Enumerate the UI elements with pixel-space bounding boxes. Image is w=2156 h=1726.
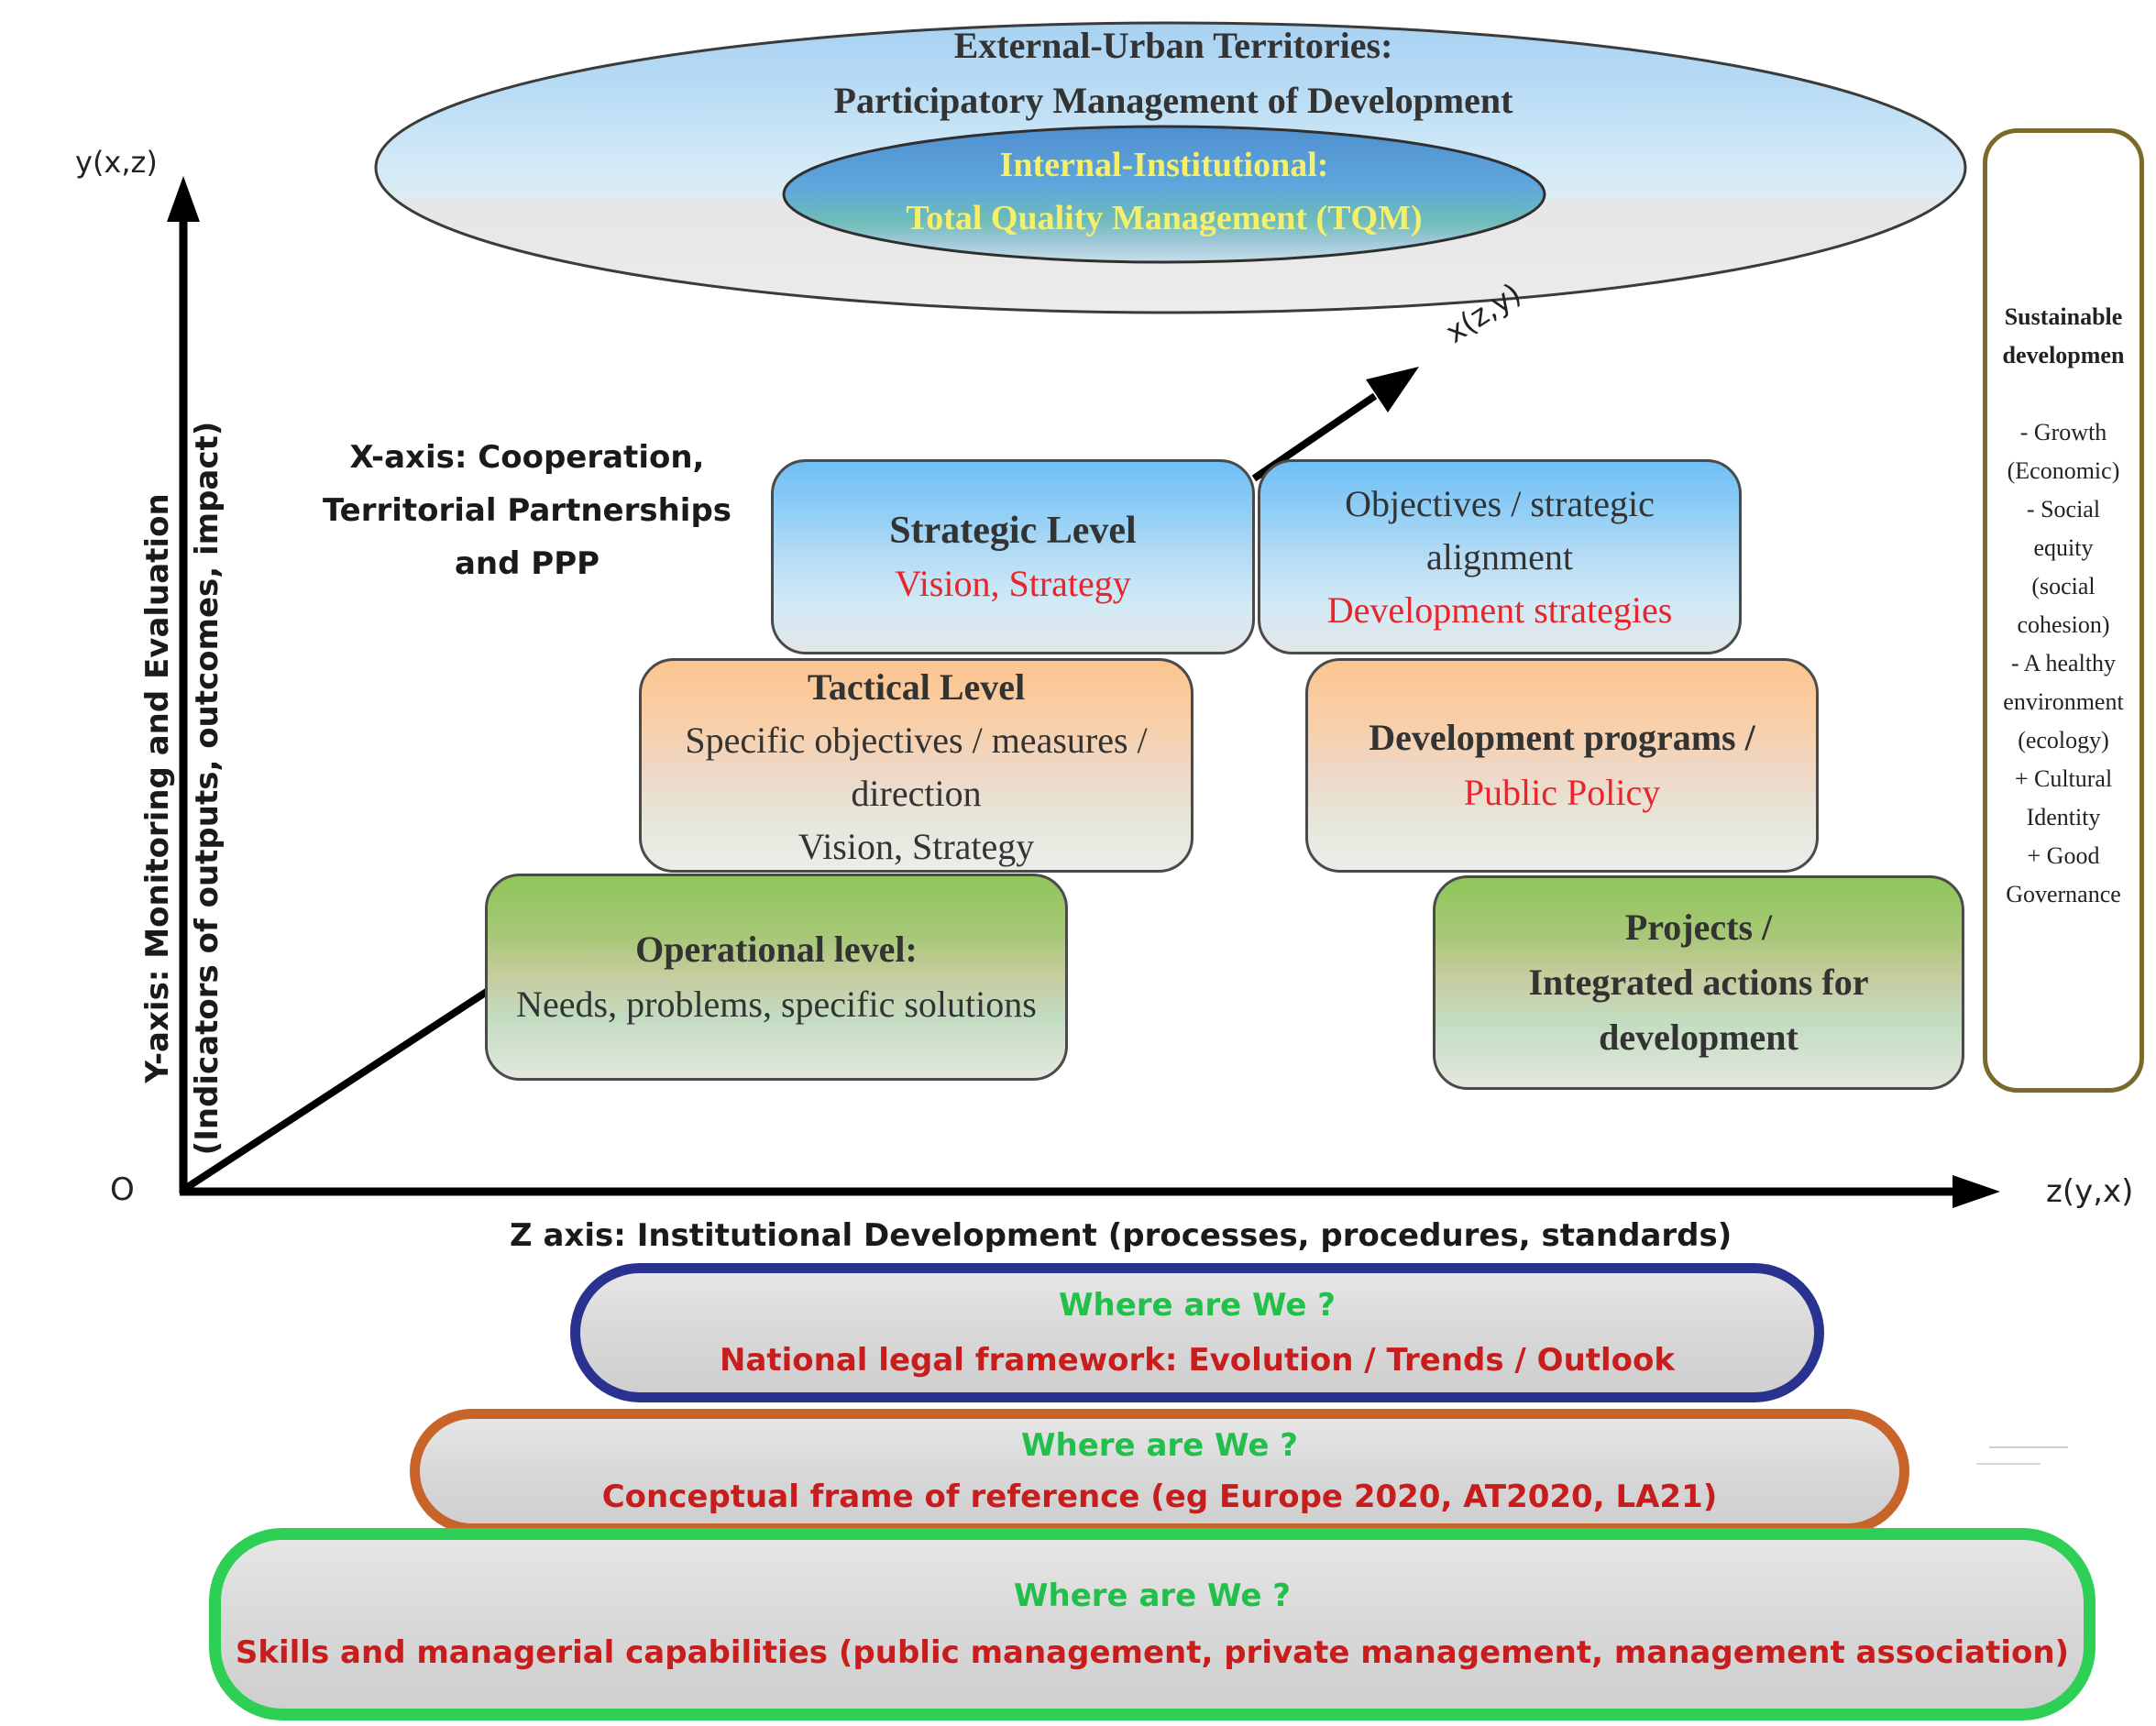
sustainable-line: equity xyxy=(2033,534,2094,561)
legal-framework-pill: Where are We ? National legal framework:… xyxy=(570,1263,1824,1402)
development-programs-title: Development programs / xyxy=(1369,717,1755,758)
x-axis-title-line-3: and PPP xyxy=(454,545,600,582)
conceptual-frame-pill: Where are We ? Conceptual frame of refer… xyxy=(410,1409,1909,1534)
strategic-objectives-line-1: Objectives / strategic xyxy=(1345,482,1655,524)
sustainable-line: environment xyxy=(2003,688,2124,715)
operational-level-title: Operational level: xyxy=(635,929,918,970)
tactical-level-title: Tactical Level xyxy=(807,666,1026,708)
x-axis-line-lower xyxy=(181,983,498,1193)
inner-ellipse xyxy=(782,125,1546,264)
sustainable-line: (ecology) xyxy=(2018,727,2109,753)
conceptual-frame-text: Conceptual frame of reference (eg Europe… xyxy=(601,1479,1718,1515)
strategic-level-title: Strategic Level xyxy=(889,509,1137,552)
sustainable-line: cohesion) xyxy=(2017,611,2110,638)
strategic-objectives-box: Objectives / strategic alignment Develop… xyxy=(1258,459,1742,654)
operational-level-sub: Needs, problems, specific solutions xyxy=(516,984,1037,1025)
sustainable-line: - A healthy xyxy=(2010,650,2117,676)
outer-ellipse-title-2: Participatory Management of Development xyxy=(833,80,1513,121)
development-programs-box: Development programs / Public Policy xyxy=(1305,658,1819,873)
strategic-objectives-red: Development strategies xyxy=(1326,588,1673,631)
ellipses-graphic xyxy=(374,21,1967,314)
projects-box: Projects / Integrated actions for develo… xyxy=(1433,875,1964,1090)
sustainable-line: Governance xyxy=(2006,881,2121,907)
skills-capabilities-text: Skills and managerial capabilities (publ… xyxy=(235,1634,2070,1671)
y-axis-title-line-2: (Indicators of outputs, outcomes, impact… xyxy=(189,421,226,1156)
decorative-dash-1 xyxy=(1989,1446,2068,1448)
x-axis-title: X-axis: Cooperation, Territorial Partner… xyxy=(321,431,733,590)
sustainable-line: Identity xyxy=(2026,804,2101,830)
strategic-level-box: Strategic Level Vision, Strategy xyxy=(771,459,1255,654)
x-axis-title-line-1: X-axis: Cooperation, xyxy=(349,439,705,476)
y-axis-arrowhead xyxy=(167,176,200,222)
projects-line-3: development xyxy=(1599,1017,1798,1058)
sustainable-title-2: developmen xyxy=(2002,342,2125,368)
y-axis-title: Y-axis: Monitoring and Evaluation (Indic… xyxy=(133,339,234,1237)
conceptual-frame-question: Where are We ? xyxy=(1021,1427,1298,1464)
x-axis-title-line-2: Territorial Partnerships xyxy=(322,492,732,529)
skills-capabilities-question: Where are We ? xyxy=(1014,1578,1291,1614)
sustainable-line: (social xyxy=(2031,573,2096,599)
tactical-level-line-1: Specific objectives / measures / xyxy=(685,720,1148,761)
y-axis-tip-label: y(x,z) xyxy=(75,145,158,180)
z-axis-title: Z axis: Institutional Development (proce… xyxy=(510,1217,1732,1254)
tactical-level-line-2: direction xyxy=(851,773,982,814)
tactical-level-box: Tactical Level Specific objectives / mea… xyxy=(639,658,1194,873)
y-axis-title-line-1: Y-axis: Monitoring and Evaluation xyxy=(139,493,176,1083)
sustainable-development-box: Sustainable developmen - Growth (Economi… xyxy=(1983,128,2144,1093)
development-programs-red: Public Policy xyxy=(1463,772,1661,813)
projects-line-1: Projects / xyxy=(1624,907,1773,948)
tactical-level-line-3: Vision, Strategy xyxy=(798,826,1035,867)
operational-level-box: Operational level: Needs, problems, spec… xyxy=(485,874,1068,1081)
inner-ellipse-title-2: Total Quality Management (TQM) xyxy=(906,199,1423,237)
legal-framework-question: Where are We ? xyxy=(1059,1287,1336,1324)
z-axis-arrowhead xyxy=(1952,1175,2000,1208)
projects-line-2: Integrated actions for xyxy=(1528,962,1869,1003)
decorative-dash-2 xyxy=(1976,1463,2040,1465)
sustainable-line: - Growth xyxy=(2019,419,2107,445)
skills-capabilities-pill: Where are We ? Skills and managerial cap… xyxy=(209,1528,2096,1721)
z-axis-tip-label: z(y,x) xyxy=(2046,1173,2134,1210)
sustainable-title-1: Sustainable xyxy=(2004,303,2123,330)
outer-ellipse-title-1: External-Urban Territories: xyxy=(953,25,1393,66)
x-axis-arrowhead xyxy=(1366,367,1419,412)
sustainable-line: + Cultural xyxy=(2014,765,2113,792)
sustainable-line: - Social xyxy=(2026,496,2101,522)
strategic-level-sub: Vision, Strategy xyxy=(895,562,1131,604)
legal-framework-text: National legal framework: Evolution / Tr… xyxy=(719,1342,1676,1379)
strategic-objectives-line-2: alignment xyxy=(1426,535,1573,577)
inner-ellipse-title-1: Internal-Institutional: xyxy=(999,146,1329,184)
origin-label: O xyxy=(110,1171,135,1208)
sustainable-line: (Economic) xyxy=(2007,457,2120,484)
sustainable-line: + Good xyxy=(2027,842,2100,869)
